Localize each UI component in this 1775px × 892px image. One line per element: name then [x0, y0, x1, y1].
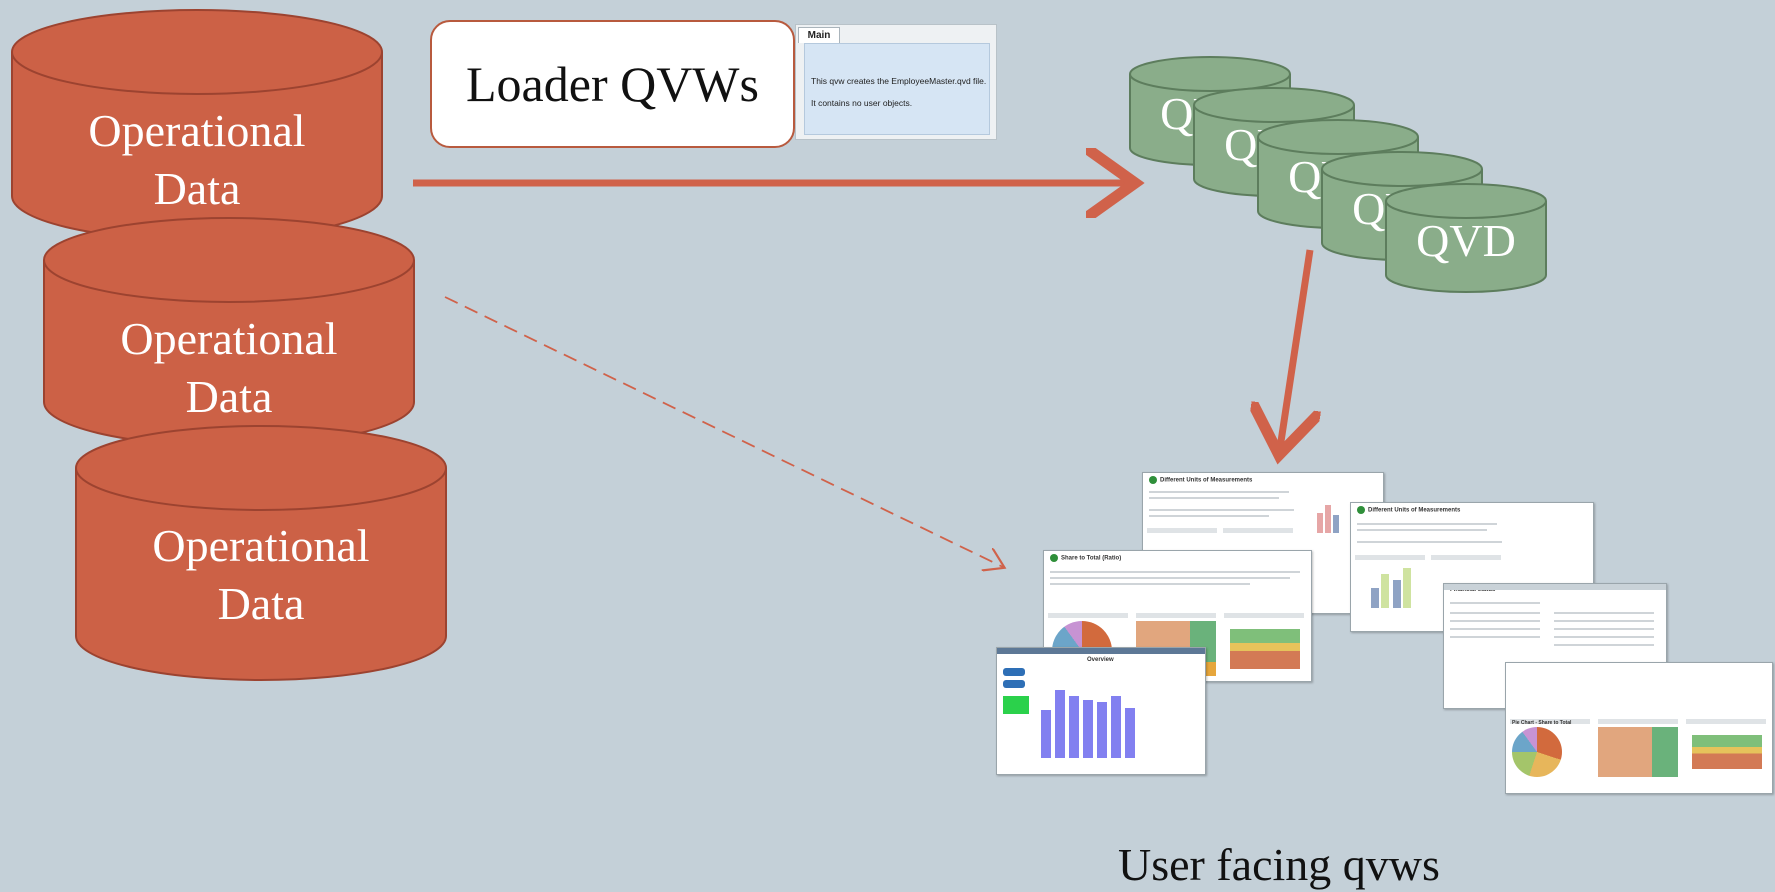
qvd-cylinder-5: QVD — [1385, 183, 1547, 293]
thumbnail-title: Share to Total (Ratio) — [1061, 555, 1122, 562]
thumbnail-title: Different Units of Measurements — [1368, 507, 1461, 514]
qlikview-logo-icon — [1357, 506, 1365, 514]
operational-data-cylinder-1 — [11, 9, 383, 241]
user-facing-qvws-label: User facing qvws — [1118, 839, 1440, 890]
qvd-label-5: QVD — [1416, 215, 1516, 266]
thumbnail-title: Financial status — [1450, 587, 1496, 593]
qlikview-logo-icon — [1149, 476, 1157, 484]
arrow-qvd-to-user-qvws — [1280, 249, 1310, 448]
qlikview-logo-icon — [1050, 554, 1058, 562]
qvw-text-line-1: This qvw creates the EmployeeMaster.qvd … — [811, 76, 987, 86]
operational-data-cylinder-2 — [43, 217, 415, 447]
qvw-text-line-2: It contains no user objects. — [811, 98, 913, 108]
operational-data-cylinder-3 — [75, 425, 447, 681]
qvw-tab-main[interactable]: Main — [798, 27, 840, 43]
thumbnail-title: Pie Chart - Share to Total — [1512, 720, 1572, 726]
arrow-operational-to-user-qvws — [444, 296, 1003, 567]
loader-qvws-box: Loader QVWs — [430, 20, 795, 148]
thumbnail-title: Overview — [1087, 657, 1114, 663]
thumbnail-title: Different Units of Measurements — [1160, 477, 1253, 484]
loader-qvw-preview: Main This qvw creates the EmployeeMaster… — [795, 24, 997, 140]
loader-qvws-label: Loader QVWs — [466, 56, 759, 112]
user-qvw-thumbnail-6: Pie Chart - Share to Total — [1505, 662, 1773, 794]
qvw-text-panel: This qvw creates the EmployeeMaster.qvd … — [804, 43, 990, 135]
qvd-stack: QVDQVDQVDQVDQVD — [1129, 56, 1547, 293]
user-qvw-thumbnail-5: Overview — [996, 647, 1206, 775]
